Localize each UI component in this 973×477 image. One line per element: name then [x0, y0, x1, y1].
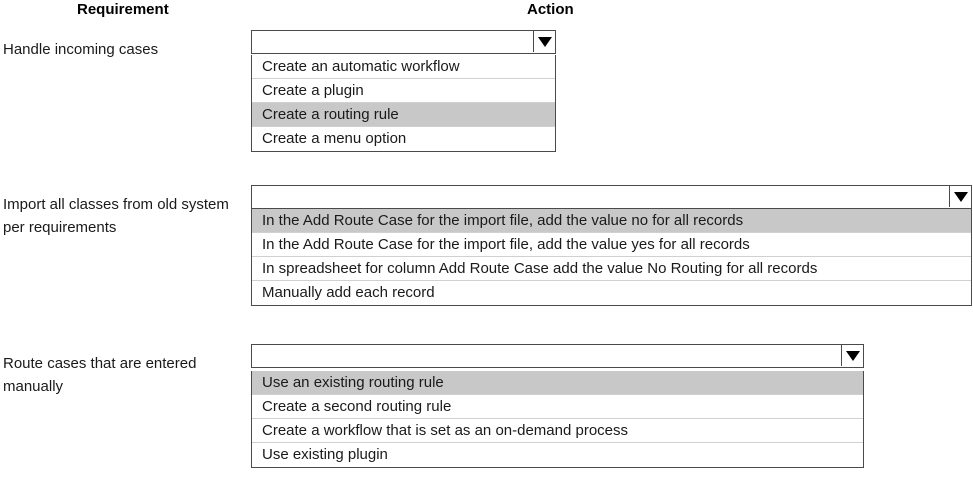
chevron-down-icon — [537, 36, 552, 47]
dropdown-closed-box[interactable] — [251, 344, 864, 368]
dropdown-option[interactable]: Create a plugin — [252, 79, 555, 103]
action-dropdown[interactable]: Create an automatic workflow Create a pl… — [251, 30, 556, 152]
dropdown-closed-box[interactable] — [251, 30, 556, 54]
dropdown-option-list[interactable]: Use an existing routing rule Create a se… — [251, 371, 864, 468]
dropdown-option[interactable]: Manually add each record — [252, 281, 971, 305]
column-header-requirement: Requirement — [77, 1, 169, 18]
dropdown-option[interactable]: Create an automatic workflow — [252, 55, 555, 79]
dropdown-toggle-button[interactable] — [949, 186, 971, 207]
dropdown-option[interactable]: Create a workflow that is set as an on-d… — [252, 419, 863, 443]
dropdown-option[interactable]: Create a routing rule — [252, 103, 555, 127]
requirement-label: Handle incoming cases — [3, 41, 159, 58]
dropdown-option[interactable]: In the Add Route Case for the import fil… — [252, 209, 971, 233]
dropdown-option-list[interactable]: In the Add Route Case for the import fil… — [251, 209, 972, 306]
dropdown-option[interactable]: In the Add Route Case for the import fil… — [252, 233, 971, 257]
dropdown-option[interactable]: Create a menu option — [252, 127, 555, 151]
dropdown-option[interactable]: Use existing plugin — [252, 443, 863, 467]
dropdown-toggle-button[interactable] — [841, 345, 863, 366]
dropdown-option[interactable]: Use an existing routing rule — [252, 371, 863, 395]
action-dropdown[interactable]: In the Add Route Case for the import fil… — [251, 185, 972, 306]
dropdown-option[interactable]: Create a second routing rule — [252, 395, 863, 419]
chevron-down-icon — [845, 350, 860, 361]
action-dropdown[interactable]: Use an existing routing rule Create a se… — [251, 344, 864, 468]
requirement-label: Route cases that are entered manually — [3, 355, 197, 395]
chevron-down-icon — [953, 191, 968, 202]
dropdown-option-list[interactable]: Create an automatic workflow Create a pl… — [251, 55, 556, 152]
dropdown-option[interactable]: In spreadsheet for column Add Route Case… — [252, 257, 971, 281]
dropdown-toggle-button[interactable] — [533, 31, 555, 52]
column-header-action: Action — [527, 1, 574, 18]
requirement-label: Import all classes from old system per r… — [3, 196, 229, 236]
dropdown-closed-box[interactable] — [251, 185, 972, 209]
column-header-row: Requirement Action — [0, 0, 973, 22]
